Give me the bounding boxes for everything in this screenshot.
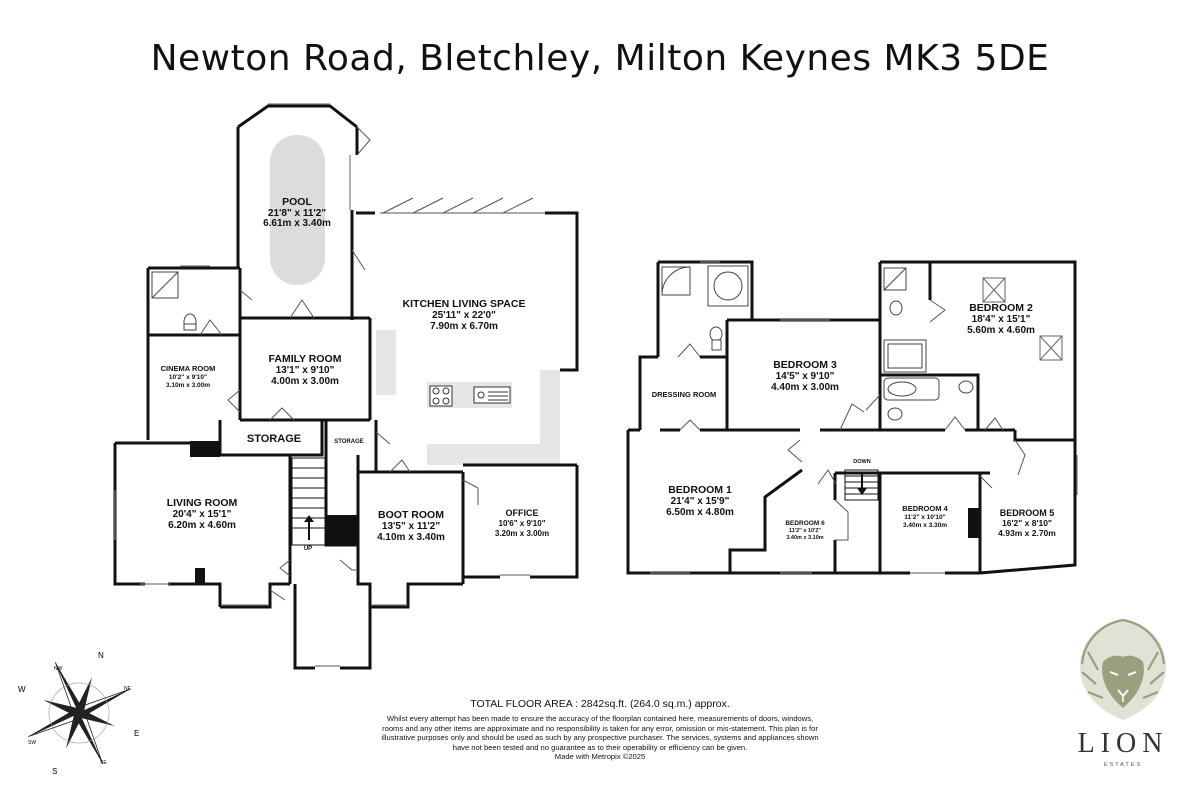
- bedroom5-imperial: 16'2" x 8'10": [1002, 518, 1052, 528]
- compass-nw: NW: [54, 666, 63, 672]
- compass-n: N: [98, 651, 104, 660]
- compass-rose-icon: N S E W NW NE SW SE: [18, 651, 139, 776]
- logo-subtext: ESTATES: [1103, 762, 1143, 768]
- stairs-down-arrow-icon: [857, 472, 867, 495]
- kitchen-appliances: [429, 385, 511, 407]
- lion-logo-icon: [1080, 618, 1166, 720]
- total-floor-area: TOTAL FLOOR AREA : 2842sq.ft. (264.0 sq.…: [470, 698, 730, 710]
- pool-water: [270, 135, 325, 285]
- bedroom5-metric: 4.93m x 2.70m: [998, 528, 1056, 538]
- first-floor-windows: [650, 261, 1078, 574]
- bedroom2-label: BEDROOM 2: [969, 302, 1033, 314]
- office-metric: 3.20m x 3.00m: [495, 529, 549, 538]
- compass-se: SE: [100, 760, 107, 766]
- compass-sw: SW: [28, 740, 36, 746]
- first-floor-doors: [677, 299, 1026, 541]
- disclaimer-text: Whilst every attempt has been made to en…: [381, 714, 819, 752]
- bedroom4-imperial: 11'2" x 10'10": [904, 514, 945, 521]
- pool-label: POOL: [282, 196, 312, 208]
- logo-wordmark: LION: [1077, 728, 1169, 759]
- dressing-label: DRESSING ROOM: [652, 390, 717, 399]
- office-label: OFFICE: [506, 508, 539, 518]
- skylights: [982, 277, 1063, 361]
- kitchen-floor-shade: [376, 330, 396, 395]
- living-room-stove: [195, 568, 205, 584]
- family-imperial: 13'1" x 9'10": [276, 365, 335, 376]
- kitchen-imperial: 25'11" x 22'0": [432, 310, 496, 321]
- bedroom6-imperial: 11'2" x 10'2": [789, 528, 821, 534]
- boot-room-pillar: [326, 515, 358, 545]
- boot-metric: 4.10m x 3.40m: [377, 532, 445, 543]
- kitchen-label: KITCHEN LIVING SPACE: [403, 298, 526, 310]
- windows: [114, 103, 545, 667]
- kitchen-counter: [427, 370, 560, 465]
- bedroom6-metric: 3.40m x 3.10m: [786, 535, 823, 541]
- chimney-breast: [190, 441, 220, 457]
- bedroom3-metric: 4.40m x 3.00m: [771, 382, 839, 393]
- ensuite-fittings: [151, 271, 197, 331]
- cinema-label: CINEMA ROOM: [161, 364, 216, 373]
- bedroom2-imperial: 18'4" x 15'1": [972, 314, 1031, 325]
- page-title: Newton Road, Bletchley, Milton Keynes MK…: [150, 38, 1050, 79]
- boot-label: BOOT ROOM: [378, 509, 444, 521]
- bedroom5-label: BEDROOM 5: [1000, 508, 1055, 518]
- stairs: [291, 457, 326, 546]
- plan-footer: TOTAL FLOOR AREA : 2842sq.ft. (264.0 sq.…: [380, 698, 820, 761]
- family-label: FAMILY ROOM: [269, 353, 342, 365]
- living-metric: 6.20m x 4.60m: [168, 520, 236, 531]
- compass-ne: NE: [124, 686, 132, 692]
- cinema-metric: 3.10m x 3.00m: [166, 382, 210, 389]
- pool-imperial: 21'8" x 11'2": [268, 208, 326, 219]
- compass-s: S: [52, 767, 57, 776]
- living-imperial: 20'4" x 15'1": [173, 509, 232, 520]
- ground-floor: POOL 21'8" x 11'2" 6.61m x 3.40m KITCHEN…: [113, 103, 579, 670]
- bedroom2-metric: 5.60m x 4.60m: [967, 325, 1035, 336]
- storage-label-small: STORAGE: [334, 439, 364, 445]
- bedroom1-label: BEDROOM 1: [668, 484, 732, 496]
- pool-metric: 6.61m x 3.40m: [263, 218, 331, 229]
- made-with-text: Made with Metropix ©2025: [554, 752, 646, 762]
- compass-e: E: [134, 729, 139, 738]
- first-floor: DRESSING ROOM BEDROOM 3 14'5" x 9'10" 4.…: [626, 260, 1078, 575]
- bedroom4-metric: 3.40m x 3.30m: [903, 522, 947, 529]
- bedroom3-label: BEDROOM 3: [773, 359, 837, 371]
- stairs-arrow-icon: [304, 515, 314, 540]
- bedroom3-imperial: 14'5" x 9'10": [776, 371, 835, 382]
- boot-imperial: 13'5" x 11'2": [382, 521, 440, 532]
- living-label: LIVING ROOM: [167, 497, 238, 509]
- kitchen-metric: 7.90m x 6.70m: [430, 321, 498, 332]
- bedroom1-metric: 6.50m x 4.80m: [666, 507, 734, 518]
- bedroom4-label: BEDROOM 4: [902, 504, 948, 513]
- bedroom4-chimney: [968, 508, 980, 538]
- compass-w: W: [18, 685, 26, 694]
- bedroom1-imperial: 21'4" x 15'9": [671, 496, 730, 507]
- stairs-down-label: DOWN: [853, 459, 870, 465]
- bedroom6-label: BEDROOM 6: [785, 520, 825, 527]
- storage-label-large: STORAGE: [247, 433, 301, 445]
- doors: [199, 126, 534, 601]
- cinema-imperial: 10'2" x 9'10": [169, 374, 207, 381]
- office-imperial: 10'6" x 9'10": [499, 519, 546, 528]
- stairs-up-label: UP: [304, 546, 312, 552]
- first-floor-fittings: [661, 265, 974, 421]
- family-metric: 4.00m x 3.00m: [271, 376, 339, 387]
